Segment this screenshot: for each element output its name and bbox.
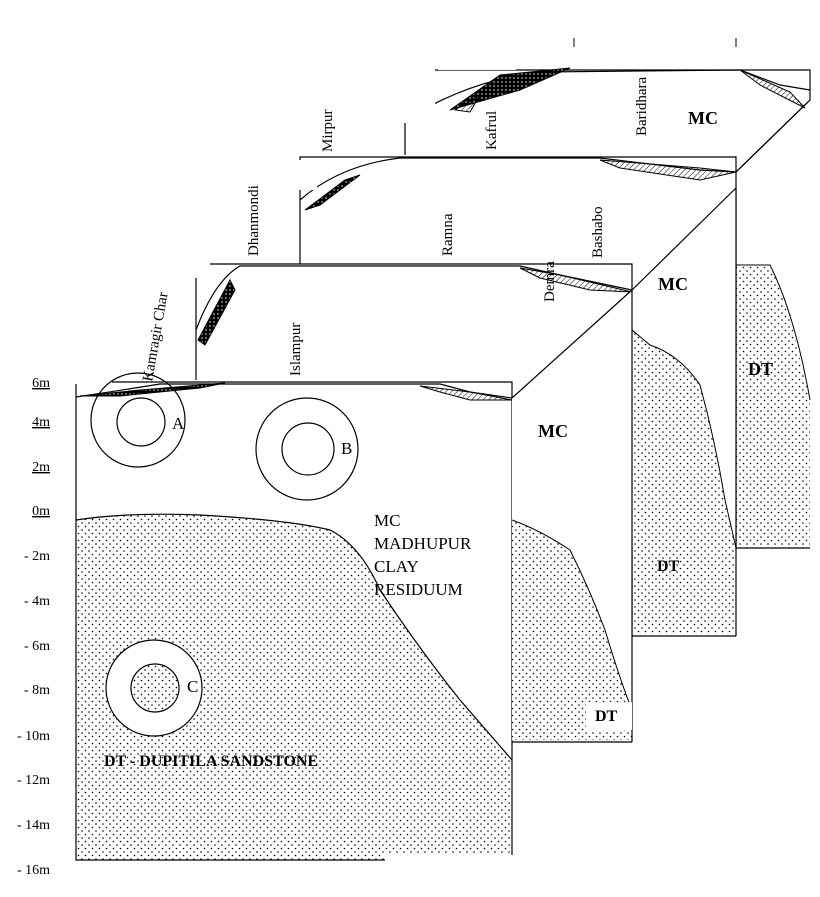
panel-3-body bbox=[300, 157, 736, 272]
panel-3: Mirpur Ramna Bashabo DT bbox=[287, 99, 811, 549]
legend-mc-line-1: MC bbox=[374, 511, 400, 530]
panel-2-side-sandstone bbox=[632, 330, 736, 634]
location-label-mirpur: Mirpur bbox=[320, 110, 336, 153]
panel-2-outline bbox=[195, 263, 736, 637]
y-tick-minus-12m: - 12m bbox=[17, 773, 50, 788]
zone-a-inner-circle bbox=[116, 397, 166, 447]
location-label-kamragir-char: Kamragir Char bbox=[140, 291, 171, 383]
unit-label-mc-1: MC bbox=[538, 421, 568, 441]
panel-4-label-mask bbox=[395, 68, 435, 123]
y-tick-4m: 4m bbox=[32, 415, 50, 430]
zone-b-label: B bbox=[341, 439, 352, 458]
y-tick-minus-6m: - 6m bbox=[24, 639, 50, 654]
panel-1-diagonal bbox=[511, 289, 633, 399]
panel-4-top-mask bbox=[438, 42, 516, 70]
y-tick-2m: 2m bbox=[32, 460, 50, 475]
unit-label-mc-4: MC bbox=[688, 108, 718, 128]
y-tick-minus-16m: - 16m bbox=[17, 863, 50, 878]
panel-3-hatch bbox=[599, 159, 737, 181]
panel-1-label-mask bbox=[62, 370, 112, 384]
unit-label-dt-2: DT bbox=[657, 558, 680, 575]
panel-1-side-contact bbox=[511, 519, 633, 711]
y-tick-minus-8m: - 8m bbox=[24, 683, 50, 698]
panel-4-top-mask-right bbox=[753, 42, 813, 62]
zone-a: A bbox=[90, 372, 186, 468]
zone-b: B bbox=[255, 397, 359, 501]
legend-mc-line-3: CLAY bbox=[374, 557, 419, 576]
location-label-kafrul: Kafrul bbox=[484, 111, 500, 150]
panel-3-surface bbox=[299, 157, 737, 201]
zone-b-inner-circle bbox=[281, 422, 335, 476]
panel-1-bottom-mask bbox=[385, 855, 515, 865]
panel-2-madhupur-clay-lens bbox=[197, 278, 236, 346]
panel-1-hatch bbox=[419, 385, 513, 401]
zone-c: C bbox=[105, 639, 203, 737]
zone-a-label: A bbox=[172, 414, 185, 433]
unit-label-dt-1: DT bbox=[595, 708, 618, 725]
panel-2-diagonal bbox=[631, 187, 737, 291]
panel-2-side-contact bbox=[631, 329, 737, 549]
panel-3-outline bbox=[299, 156, 810, 549]
location-label-dhanmondi: Dhanmondi bbox=[246, 185, 262, 256]
y-tick-0m: 0m bbox=[32, 504, 50, 519]
panel-3-side-contact bbox=[736, 264, 811, 401]
y-tick-minus-4m: - 4m bbox=[24, 594, 50, 609]
panel-2-surface bbox=[195, 265, 633, 331]
legend-mc-line-4: RESIDUUM bbox=[374, 580, 463, 599]
y-tick-6m: 6m bbox=[32, 376, 50, 391]
y-tick-minus-10m: - 10m bbox=[17, 729, 50, 744]
panel-2-label-mask bbox=[182, 248, 210, 278]
legend-mc-line-2: MADHUPUR bbox=[374, 534, 472, 553]
location-label-demra: Demra bbox=[542, 261, 558, 302]
location-label-baridhara: Baridhara bbox=[634, 77, 650, 136]
panel-1: MC DT Kamragir Char A B C MC MADHUPUR CL… bbox=[62, 289, 633, 865]
zone-c-label: C bbox=[187, 677, 198, 696]
panel-3-side-sandstone bbox=[736, 265, 810, 546]
side-dt-label-mask bbox=[586, 702, 632, 730]
y-tick-minus-14m: - 14m bbox=[17, 818, 50, 833]
panel-4-madhupur-clay-lens bbox=[449, 67, 571, 111]
front-contact bbox=[75, 513, 513, 761]
legend-dt: DT - DUPITILA SANDSTONE bbox=[104, 753, 318, 770]
location-label-islampur: Islampur bbox=[288, 323, 304, 376]
y-axis: 6m 4m 2m 0m - 2m - 4m - 6m - 8m - 10m - … bbox=[17, 376, 50, 878]
panel-4-hatch-right bbox=[739, 69, 806, 109]
front-sandstone bbox=[76, 514, 512, 860]
panel-1-side-sandstone bbox=[512, 520, 632, 740]
zone-b-outer-circle bbox=[255, 397, 359, 501]
panel-1-madhupur-clay-lens bbox=[79, 382, 226, 397]
zone-c-inner-circle bbox=[130, 663, 180, 713]
unit-label-mc-2: MC bbox=[658, 274, 688, 294]
panel-3-label-mask bbox=[287, 160, 317, 190]
panel-4: Kafrul Baridhara MC bbox=[395, 38, 813, 173]
zone-a-outer-circle bbox=[90, 372, 186, 468]
panel-1-outline bbox=[75, 381, 513, 861]
y-tick-minus-2m: - 2m bbox=[24, 549, 50, 564]
location-label-ramna: Ramna bbox=[440, 213, 456, 256]
location-label-bashabo: Bashabo bbox=[590, 206, 606, 258]
unit-label-dt-3: DT bbox=[748, 359, 773, 379]
panel-4-hatch-left bbox=[453, 94, 481, 113]
panel-3-diagonal bbox=[735, 99, 811, 173]
panel-2-hatch bbox=[519, 267, 633, 293]
panel-3-madhupur-clay-lens bbox=[304, 174, 361, 211]
